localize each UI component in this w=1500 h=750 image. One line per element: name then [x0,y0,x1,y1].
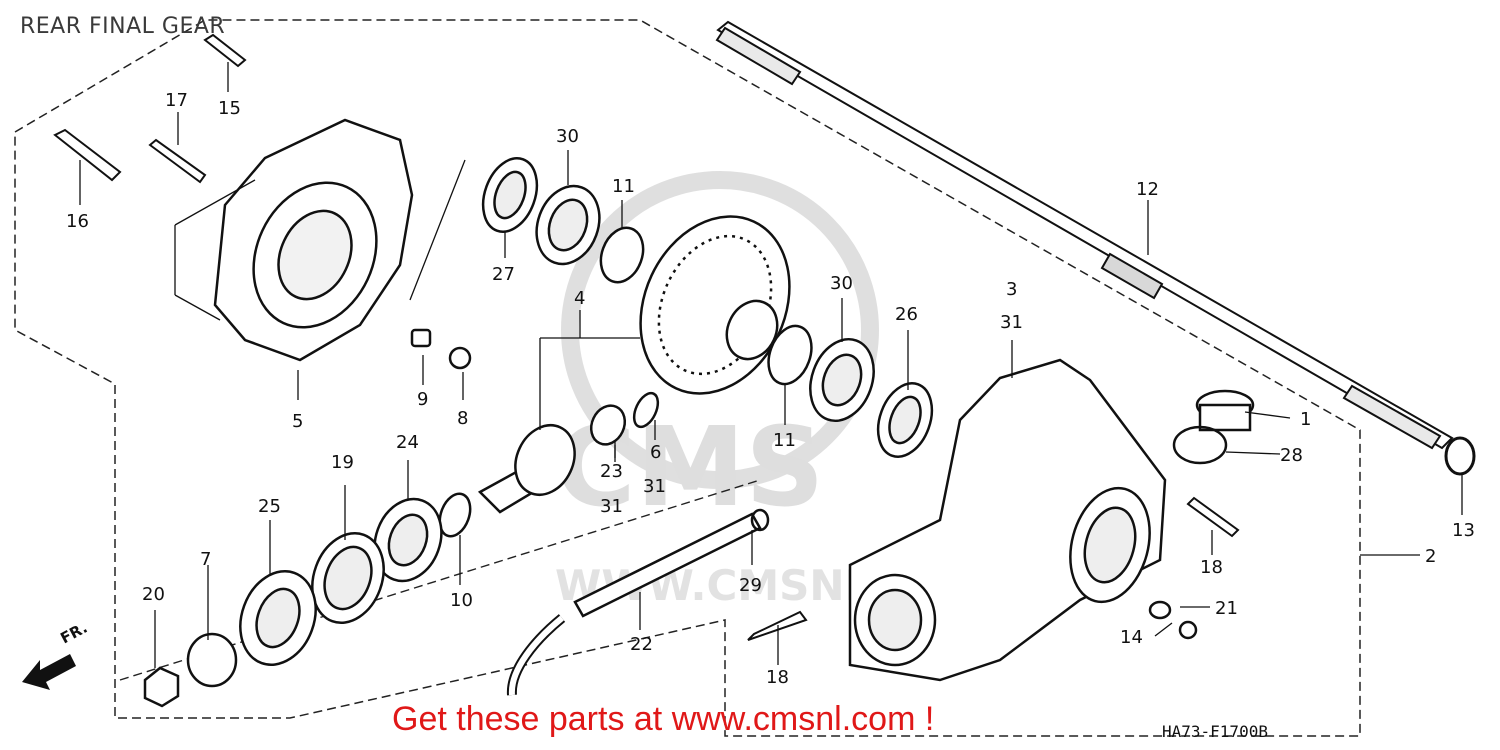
callout-1: 1 [1300,409,1311,430]
callout-27: 27 [492,264,515,285]
callout-9: 9 [417,389,428,410]
leader-lines [79,62,1463,668]
cta-link[interactable]: Get these parts at www.cmsnl.com ! [392,700,935,738]
callout-22: 22 [630,634,653,655]
callout-11-upper: 11 [612,176,635,197]
callout-31-housing: 31 [1000,312,1023,333]
callout-24: 24 [396,432,419,453]
callout-12: 12 [1136,179,1159,200]
callout-5: 5 [292,411,303,432]
upper-row-parts [481,157,645,284]
callout-3: 3 [1006,279,1017,300]
callout-18-left: 18 [766,667,789,688]
ring-gear [639,215,791,395]
callout-17: 17 [165,90,188,111]
callout-23: 23 [600,461,623,482]
filler-plug-group [410,328,1255,640]
diagram-code: HA73-F1700B [1162,722,1268,741]
callout-18-right: 18 [1200,557,1223,578]
axle-nut [1444,436,1476,476]
callout-21: 21 [1215,598,1238,619]
assembly-frame [14,19,1361,737]
callout-labels: 1 2 3 31 4 5 6 31 7 8 9 10 11 11 12 13 1… [66,90,1475,688]
callout-31-pinion: 31 [600,496,623,517]
callout-10: 10 [450,590,473,611]
watermark [561,171,879,489]
pinion-assembly [143,391,660,708]
callout-19: 19 [331,452,354,473]
callout-6: 6 [650,442,661,463]
gear-case-housing [848,358,1167,682]
watermark-ring [561,171,879,489]
callout-15: 15 [218,98,241,119]
axle-shaft [715,20,1454,450]
callout-31-snapring: 31 [643,476,666,497]
front-direction-arrow-icon [22,654,76,690]
callout-30-upper: 30 [556,126,579,147]
ring-gear-side-parts [767,324,934,458]
callout-11-lower: 11 [773,430,796,451]
callout-14: 14 [1120,627,1143,648]
bolts [53,33,1240,641]
callout-16: 16 [66,211,89,232]
callout-25: 25 [258,496,281,517]
callout-26: 26 [895,304,918,325]
callout-7: 7 [200,549,211,570]
callout-20: 20 [142,584,165,605]
breather-tube [506,508,770,696]
callout-2: 2 [1425,546,1436,567]
callout-4: 4 [574,288,585,309]
gear-case-cover [213,118,414,362]
callout-28: 28 [1280,445,1303,466]
callout-29: 29 [739,575,762,596]
callout-13: 13 [1452,520,1475,541]
callout-30-lower: 30 [830,273,853,294]
callout-8: 8 [457,408,468,429]
page-title: REAR FINAL GEAR [20,14,226,39]
